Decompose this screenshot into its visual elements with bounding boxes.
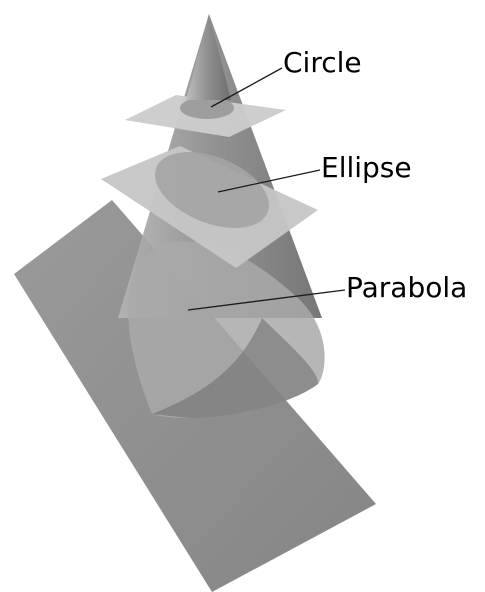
parabola-label: Parabola — [346, 271, 467, 304]
circle-section — [180, 97, 234, 119]
circle-label: Circle — [283, 46, 362, 79]
ellipse-label: Ellipse — [321, 151, 412, 184]
